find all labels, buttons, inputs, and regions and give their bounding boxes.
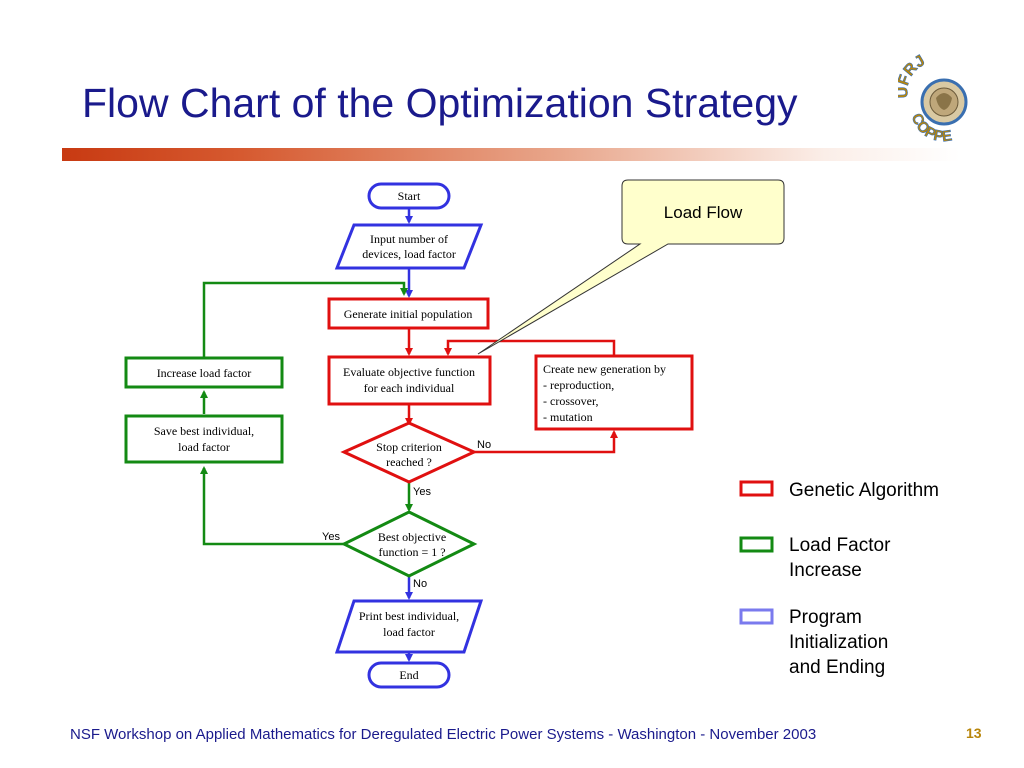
connector-create-evaluate [444,339,616,356]
start-terminator [367,182,451,210]
stop-label-line2: reached ? [386,455,432,469]
print-parallelogram [334,599,484,654]
end-label: End [399,668,418,682]
evaluate-label-line1: Evaluate objective function [343,365,475,379]
legend-label-program-line2: Initialization [789,632,888,653]
input-parallelogram [334,223,484,270]
save-best-individual-box [124,414,284,464]
stop-yes-label: Yes [413,486,431,498]
legend-swatch-genetic [739,480,774,497]
connector-increase-generate [202,281,408,358]
create-label-line3: - crossover, [543,394,599,408]
print-label-line1: Print best individual, [359,609,459,623]
stop-criterion-diamond [340,421,478,484]
slide-title: Flow Chart of the Optimization Strategy [82,80,798,126]
stop-no-label: No [477,439,491,451]
generate-population-box [327,297,490,330]
legend-swatch-program [739,608,774,625]
legend-label-load-factor-line1: Load Factor [789,535,891,556]
input-label-line1: Input number of [370,232,448,246]
save-label-line2: load factor [178,440,230,454]
page-number: 13 [966,725,982,741]
ufrj-coppe-logo: UFRJ COPPE [894,52,984,152]
input-label-line2: devices, load factor [362,247,456,261]
title-underline-bar [62,148,960,161]
generate-label: Generate initial population [344,307,473,321]
create-label-line4: - mutation [543,410,593,424]
start-label: Start [398,189,421,203]
best-no-label: No [413,578,427,590]
legend-swatch-load-factor [739,536,774,553]
slide-footer: NSF Workshop on Applied Mathematics for … [70,726,817,743]
legend-label-program-line1: Program [789,607,862,628]
create-generation-box [534,354,694,431]
print-label-line2: load factor [383,625,435,639]
load-flow-callout [477,179,785,355]
evaluate-label-line2: for each individual [364,381,455,395]
best-label-line2: function = 1 ? [378,545,445,559]
best-label-line1: Best objective [378,530,446,544]
create-label-line1: Create new generation by [543,362,666,376]
legend-label-program-line3: and Ending [789,657,885,678]
legend-label-load-factor-line2: Increase [789,560,862,581]
load-flow-callout-text: Load Flow [664,203,743,222]
evaluate-objective-box [327,355,492,406]
save-label-line1: Save best individual, [154,424,254,438]
create-label-line2: - reproduction, [543,378,614,392]
legend-label-genetic: Genetic Algorithm [789,480,939,501]
connector-stop-no-create [474,430,618,454]
best-objective-diamond [340,510,478,578]
stop-label-line1: Stop criterion [376,440,442,454]
end-terminator [367,661,451,689]
increase-load-factor-box [124,356,284,389]
best-yes-label: Yes [322,531,340,543]
connector-best-yes-save [200,466,344,546]
increase-label: Increase load factor [157,366,252,380]
